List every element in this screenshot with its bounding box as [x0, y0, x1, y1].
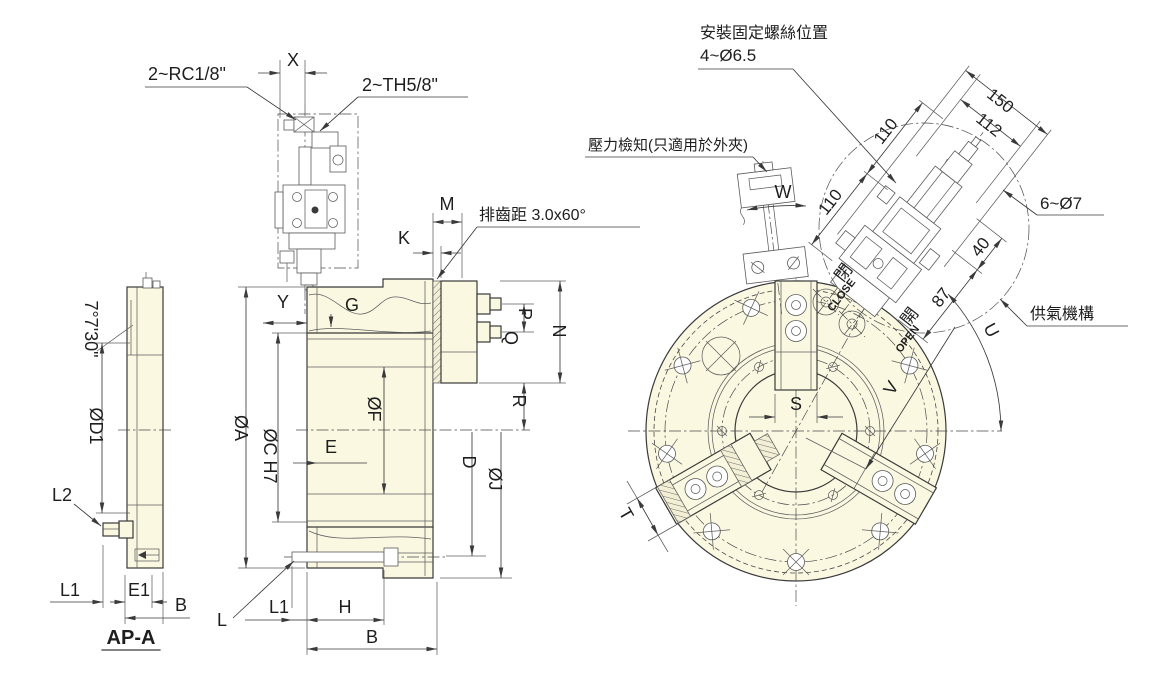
dim-label-k: K	[398, 228, 410, 248]
note-holes-6d7: 6~Ø7	[1040, 194, 1082, 213]
pilot-hole	[701, 336, 741, 376]
jaw-top	[774, 280, 818, 391]
dim-label-p: P	[515, 308, 535, 320]
dim-label-w: W	[775, 182, 792, 202]
dim-label-87: 87	[928, 284, 955, 311]
dim-label-g: G	[345, 295, 359, 315]
dim-label-r: R	[509, 395, 529, 408]
note-pressure-detect: 壓力檢知(只適用於外夾)	[588, 136, 748, 154]
dim-label-d1: ØD1	[86, 407, 106, 444]
side-view: 7°7'30" ØD1 L2 L1 E1 B AP-A	[50, 272, 190, 651]
dim-label-40: 40	[967, 234, 994, 261]
jaw-lower-left	[654, 432, 780, 526]
dim-label-dia-f: ØF	[364, 397, 384, 422]
dim-label-s: S	[790, 394, 802, 414]
dim-label-x: X	[287, 50, 299, 70]
dim-label-side-l1: L1	[60, 580, 80, 600]
dim-label-h: H	[339, 597, 352, 617]
note-mount-screws: 安裝固定螺絲位置	[700, 24, 828, 42]
dim-label-e: E	[325, 437, 337, 457]
dim-label-l: L	[217, 610, 227, 630]
dim-label-110b: 110	[870, 115, 902, 148]
dim-label-m: M	[440, 194, 455, 214]
view-title-ap-a: AP-A	[107, 627, 156, 649]
face-screw-holes	[651, 291, 941, 576]
detail-circle	[818, 122, 1030, 334]
dim-label-q: Q	[501, 331, 521, 345]
dim-label-t: T	[615, 504, 638, 524]
dim-label-d: D	[459, 456, 479, 469]
dim-label-y: Y	[277, 292, 289, 312]
note-th-ports: 2~TH5/8"	[362, 75, 438, 95]
jaw-right	[820, 432, 938, 526]
dim-label-l2: L2	[52, 485, 72, 505]
dim-label-n: N	[549, 325, 569, 338]
dim-label-u: U	[979, 320, 1003, 341]
note-serration: 排齒距 3.0x60°	[479, 206, 586, 224]
dim-label-dia-c: ØC H7	[260, 428, 280, 483]
dim-label-110a: 110	[814, 186, 846, 219]
dim-label-dia-a: ØA	[231, 415, 251, 441]
section-view: 2~RC1/8" 2~TH5/8" X	[145, 50, 640, 655]
dim-label-e1: E1	[128, 580, 150, 600]
air-port-close	[812, 288, 840, 316]
note-air-mechanism: 供氣機構	[1030, 305, 1094, 323]
dim-label-angle: 7°7'30"	[81, 300, 101, 357]
dim-label-dia-j: ØJ	[485, 467, 505, 490]
air-port-open	[838, 310, 866, 338]
note-mount-holes: 4~Ø6.5	[700, 46, 756, 65]
note-rc-ports: 2~RC1/8"	[148, 64, 226, 84]
dim-label-112: 112	[972, 109, 1005, 141]
dim-label-sec-l1: L1	[269, 597, 289, 617]
valve-assembly-top	[274, 104, 359, 314]
dim-label-side-b: B	[175, 595, 187, 615]
dim-label-sec-b: B	[366, 627, 378, 647]
